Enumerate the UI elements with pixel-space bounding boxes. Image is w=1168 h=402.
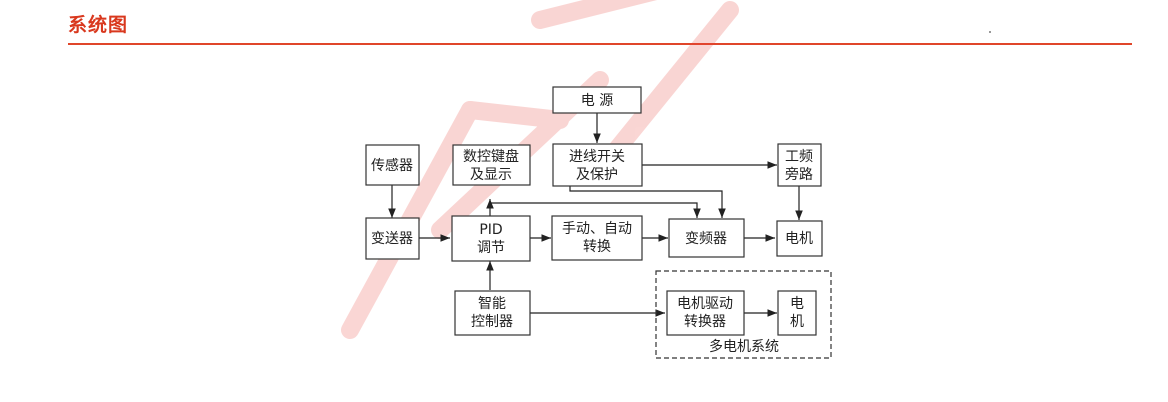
- block-manual-auto: 手动、自动 转换: [551, 215, 643, 261]
- transmitter-label: 变送器: [371, 231, 413, 247]
- keypad-label-2: 及显示: [470, 167, 512, 183]
- block-bypass: 工频 旁路: [777, 143, 822, 187]
- block-sensor: 传感器: [365, 144, 420, 186]
- keypad-label-1: 数控键盘: [463, 148, 519, 165]
- block-transmitter: 变送器: [365, 217, 420, 260]
- motor2-label-2: 机: [790, 314, 804, 330]
- multi-motor-system-group: 电机驱动 转换器 电 机 多电机系统: [655, 270, 832, 359]
- pid-label-2: 调节: [477, 240, 505, 256]
- block-inverter: 变频器: [668, 218, 745, 258]
- smart-label-2: 控制器: [471, 314, 513, 330]
- block-motor: 电机: [776, 220, 823, 257]
- block-smart-controller: 智能 控制器: [454, 290, 531, 336]
- speck: [989, 31, 991, 33]
- block-keypad: 数控键盘 及显示: [452, 144, 531, 186]
- motor2-label-1: 电: [790, 296, 804, 312]
- bypass-label-1: 工频: [785, 149, 813, 165]
- manual-label-2: 转换: [583, 238, 611, 255]
- power-label: 电 源: [581, 93, 613, 109]
- block-switch: 进线开关 及保护: [552, 143, 643, 187]
- title-underline: [68, 43, 1132, 45]
- multi-motor-label: 多电机系统: [709, 338, 779, 355]
- switch-label-2: 及保护: [576, 167, 618, 183]
- driver-label-1: 电机驱动: [677, 296, 733, 312]
- block-pid: PID 调节: [451, 215, 531, 262]
- sensor-label: 传感器: [371, 157, 413, 174]
- smart-label-1: 智能: [478, 296, 506, 312]
- page-title: 系统图: [68, 14, 129, 36]
- manual-label-1: 手动、自动: [562, 221, 632, 237]
- inverter-label: 变频器: [685, 231, 727, 247]
- pid-label-1: PID: [479, 222, 502, 238]
- motor-label: 电机: [785, 231, 813, 247]
- bypass-label-2: 旁路: [785, 166, 813, 183]
- switch-label-1: 进线开关: [569, 149, 625, 165]
- driver-label-2: 转换器: [684, 313, 726, 330]
- block-power: 电 源: [552, 86, 642, 114]
- connectors: [388, 113, 803, 317]
